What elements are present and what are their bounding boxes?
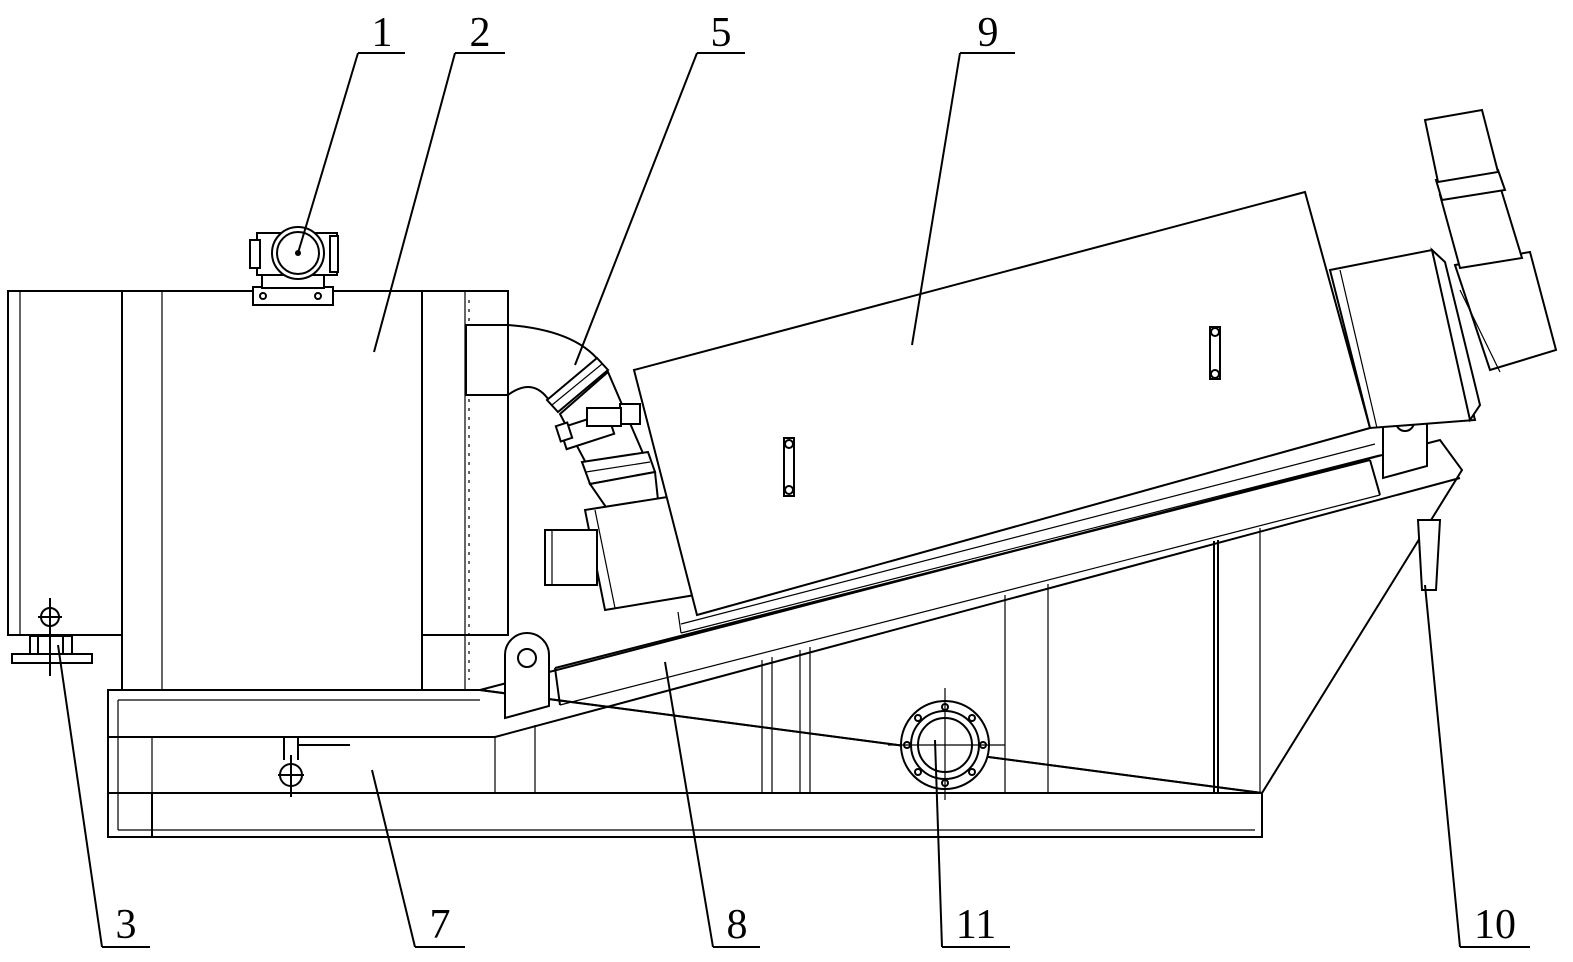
sight-glass-left bbox=[783, 437, 795, 497]
callout-7: 7 bbox=[430, 902, 451, 948]
callout-labels: 1 2 3 5 7 8 9 10 11 bbox=[116, 10, 1517, 948]
callout-5: 5 bbox=[711, 10, 732, 56]
callout-2: 2 bbox=[470, 10, 491, 56]
callout-11: 11 bbox=[956, 902, 996, 948]
outlet-flange bbox=[888, 688, 1005, 800]
callout-9: 9 bbox=[978, 10, 999, 56]
callout-1: 1 bbox=[372, 10, 393, 56]
leader-lines bbox=[57, 52, 1530, 948]
drive-assembly bbox=[1328, 108, 1558, 430]
drain-valve bbox=[11, 598, 93, 676]
callout-8: 8 bbox=[727, 902, 748, 948]
dewatering-body bbox=[632, 190, 1381, 634]
sight-glass-right bbox=[1209, 326, 1221, 380]
drain-pipe bbox=[278, 737, 350, 797]
callout-10: 10 bbox=[1474, 902, 1516, 948]
thickening-tank bbox=[7, 290, 509, 691]
mixer-motor bbox=[249, 226, 339, 306]
base-frame bbox=[107, 689, 1263, 838]
callout-3: 3 bbox=[116, 902, 137, 948]
